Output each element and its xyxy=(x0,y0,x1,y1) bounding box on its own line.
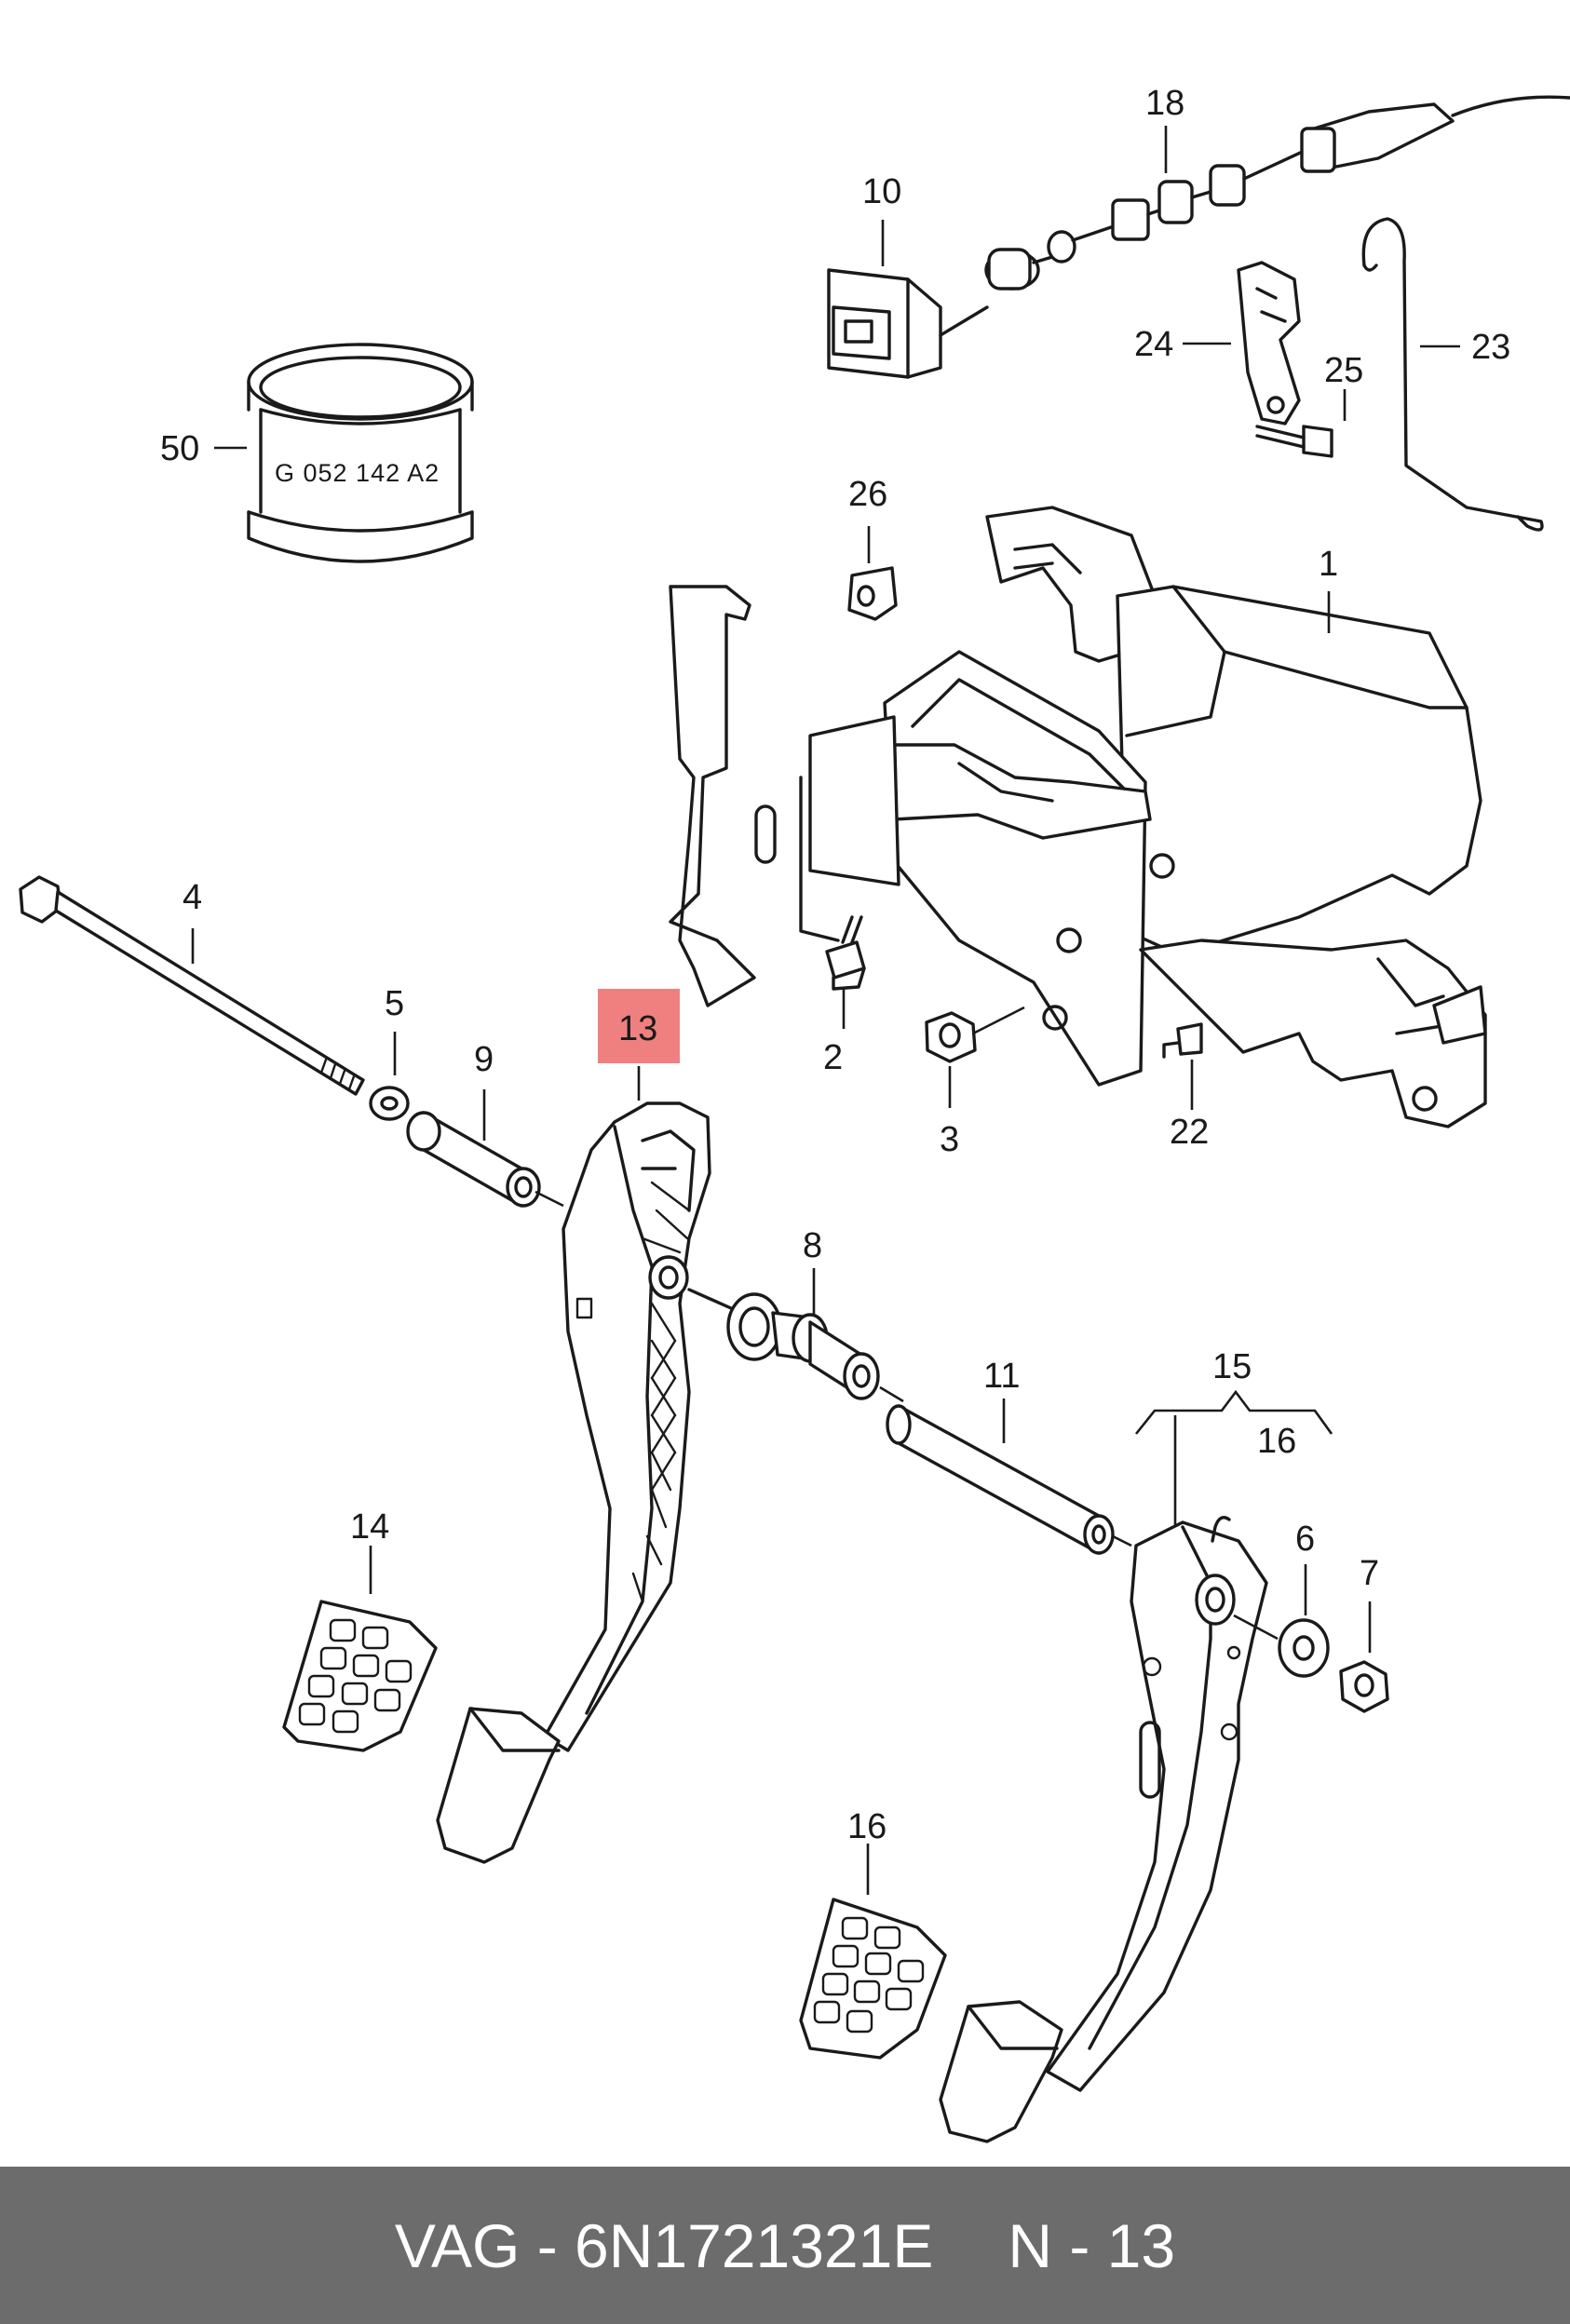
part-number-footer: VAG - 6N1721321E N - 13 xyxy=(0,2167,1570,2324)
part-1-pedal-bracket xyxy=(669,506,1487,1128)
callout-11: 11 xyxy=(983,1357,1020,1396)
part-3-nut xyxy=(925,1011,977,1063)
callout-50: 50 xyxy=(160,429,199,468)
part-22-screw xyxy=(1162,1022,1203,1059)
part-14-pedal-pad xyxy=(282,1600,438,1752)
callout-9: 9 xyxy=(474,1040,494,1079)
callout-26: 26 xyxy=(848,475,887,514)
callout-18: 18 xyxy=(1145,84,1184,123)
part-11-long-bushing xyxy=(886,1404,1115,1555)
part-23-spring xyxy=(1361,217,1544,532)
callout-6: 6 xyxy=(1295,1520,1315,1559)
part-5-washer xyxy=(369,1086,410,1121)
part-6-washer xyxy=(1278,1618,1330,1678)
brake-pedal xyxy=(939,1516,1268,2143)
callout-8: 8 xyxy=(803,1226,822,1265)
part-7-nut xyxy=(1339,1660,1389,1713)
part-24-bracket xyxy=(1237,261,1301,426)
part-number: VAG - 6N1721321E xyxy=(394,2210,934,2280)
callout-7: 7 xyxy=(1360,1554,1379,1593)
part-10-switch xyxy=(827,268,989,379)
grease-tin-label: G 052 142 A2 xyxy=(275,459,440,487)
callout-24: 24 xyxy=(1134,325,1173,364)
part-2-bolt xyxy=(825,915,866,991)
part-25-screw xyxy=(1255,425,1333,458)
part-50-grease-tin: G 052 142 A2 xyxy=(247,343,474,563)
callout-13: 13 xyxy=(618,1009,657,1048)
exploded-parts-diagram: G 052 142 A2 50 10 18 24 xyxy=(19,84,1570,2143)
callout-3: 3 xyxy=(940,1120,959,1159)
callout-23: 23 xyxy=(1471,328,1510,367)
part-8-sleeve xyxy=(687,1288,880,1400)
callout-16-lower: 16 xyxy=(847,1807,887,1846)
callout-4: 4 xyxy=(183,878,202,917)
callout-15: 15 xyxy=(1212,1347,1252,1386)
callout-10: 10 xyxy=(862,172,901,211)
diagram-position: N - 13 xyxy=(1008,2210,1176,2280)
part-26-plug xyxy=(847,566,898,621)
callout-14: 14 xyxy=(350,1507,389,1547)
highlight-13 xyxy=(598,989,680,1063)
part-16-pedal-pad xyxy=(799,1898,947,2060)
part-9-bushing xyxy=(406,1111,541,1208)
callout-1: 1 xyxy=(1319,545,1338,584)
part-18-cable xyxy=(984,95,1570,290)
callout-5: 5 xyxy=(385,984,404,1023)
callout-25: 25 xyxy=(1324,351,1363,390)
callout-22: 22 xyxy=(1170,1113,1209,1152)
part-4-long-bolt xyxy=(19,875,365,1096)
part-13-pedal xyxy=(436,1101,711,1864)
callout-16-upper: 16 xyxy=(1257,1422,1296,1461)
callout-2: 2 xyxy=(823,1038,843,1077)
